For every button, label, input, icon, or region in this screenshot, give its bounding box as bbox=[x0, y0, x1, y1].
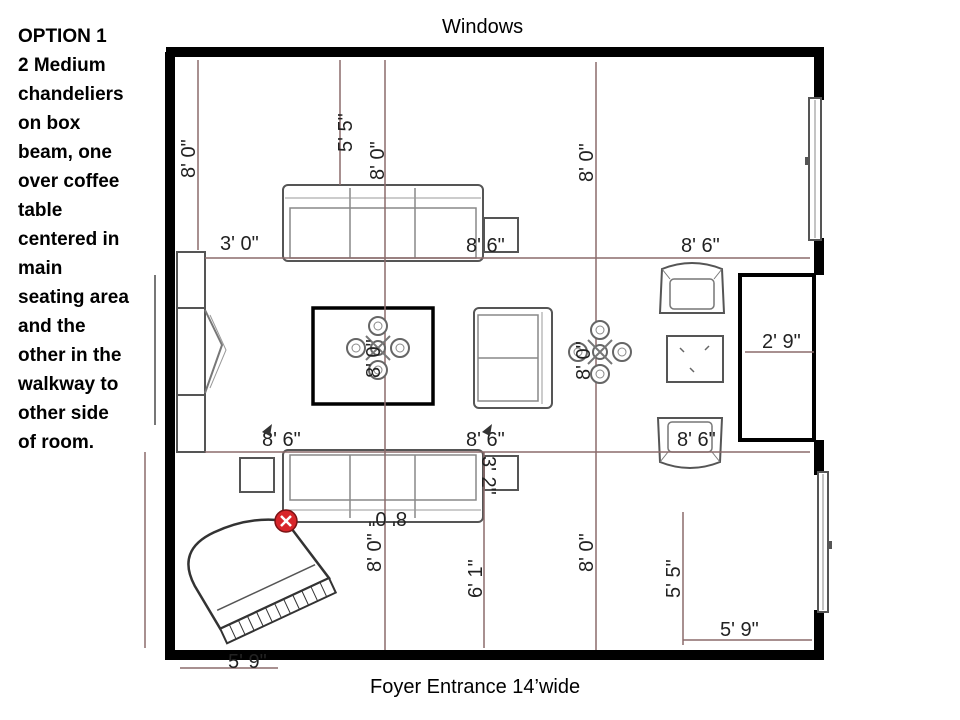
dimension-label: 8' 0" bbox=[576, 533, 598, 572]
option-line: over coffee bbox=[18, 171, 120, 192]
foyer-caption: Foyer Entrance 14’wide bbox=[370, 676, 581, 698]
option-line: seating area bbox=[18, 287, 129, 308]
chair-icon bbox=[659, 262, 725, 314]
right-door-top bbox=[805, 97, 822, 241]
dimension-label: 8' 6" bbox=[466, 429, 505, 451]
option-line: and the bbox=[18, 316, 86, 337]
dimension-label: 8' 0" bbox=[576, 143, 598, 182]
walls bbox=[165, 47, 824, 660]
dimension-label: 8' 0" bbox=[364, 533, 386, 572]
option-line: other in the bbox=[18, 345, 122, 366]
option-line: OPTION 1 bbox=[18, 26, 107, 47]
option-line: centered in bbox=[18, 229, 120, 250]
dimension-label: 3' 0" bbox=[220, 233, 259, 255]
dimension-label: 3' 2" bbox=[477, 456, 499, 495]
arrow-marker bbox=[262, 424, 272, 436]
dimension-label: 8' 0" bbox=[368, 507, 407, 529]
option-line: 2 Medium bbox=[18, 55, 106, 76]
option-line: on box bbox=[18, 113, 81, 134]
sofa-icon bbox=[282, 449, 484, 523]
dimension-label: 8' 6" bbox=[262, 429, 301, 451]
option-description: OPTION 1 2 Medium chandeliers on box bea… bbox=[18, 22, 148, 457]
sofa-icon bbox=[282, 184, 484, 262]
option-line: beam, one bbox=[18, 142, 112, 163]
option-line: chandeliers bbox=[18, 84, 124, 105]
dimension-label: 5' 9" bbox=[720, 619, 759, 641]
sofa-icon bbox=[473, 307, 553, 409]
option-line: main bbox=[18, 258, 63, 279]
dimension-label: 8' 6" bbox=[466, 235, 505, 257]
piano-icon bbox=[187, 518, 338, 645]
option-line: of room. bbox=[18, 432, 94, 453]
right-door-bottom bbox=[817, 471, 832, 613]
dimension-label: 2' 9" bbox=[762, 331, 801, 353]
dimension-label: 5' 5" bbox=[663, 559, 685, 598]
dimension-label: 8' 6" bbox=[681, 235, 720, 257]
end-table bbox=[483, 217, 519, 253]
dimension-label: 8' 0" bbox=[178, 139, 200, 178]
dimension-label: 8' 0" bbox=[573, 341, 595, 380]
dimension-label: 8' 0" bbox=[367, 141, 389, 180]
side-table bbox=[666, 335, 724, 383]
option-line: walkway to bbox=[18, 374, 119, 395]
dimension-label: 6' 1" bbox=[465, 559, 487, 598]
dimension-label: 8' 6" bbox=[677, 429, 716, 451]
marker-x-icon bbox=[274, 509, 298, 533]
right-console bbox=[738, 273, 816, 442]
left-wall-unit bbox=[154, 251, 227, 453]
option-line: table bbox=[18, 200, 63, 221]
option-line: other side bbox=[18, 403, 109, 424]
dimension-label: 5' 9" bbox=[228, 651, 267, 673]
windows-caption: Windows bbox=[442, 16, 524, 38]
dimension-label: 5' 5" bbox=[335, 113, 357, 152]
arrow-marker bbox=[482, 424, 492, 436]
end-table bbox=[239, 457, 275, 493]
dimension-label: 8' 0" bbox=[363, 339, 385, 378]
